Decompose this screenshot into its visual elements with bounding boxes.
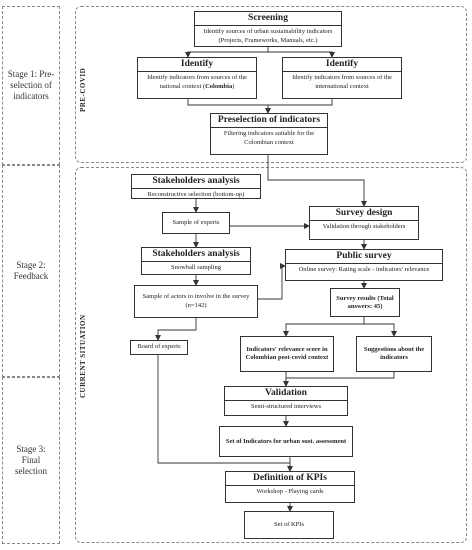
validation-body: Semi-structured interviews xyxy=(250,403,322,411)
screening-box: Screening Identify sources of urban sust… xyxy=(194,11,342,47)
suggestions-text: Suggestions about the indicators xyxy=(363,346,425,361)
identify-national-box: Identify Identify indicators from source… xyxy=(137,57,257,99)
survey-design-box: Survey design Validation through stakeho… xyxy=(309,206,419,240)
stage-3-label: Stage 3: Final selection xyxy=(2,377,60,544)
relevance-score-box: Indicators' relevance score in Colombian… xyxy=(240,336,334,372)
definition-of-kpis-box: Definition of KPIs Workshop - Playing ca… xyxy=(225,471,355,503)
identify-national-title: Identify xyxy=(138,58,256,73)
public-survey-title: Public survey xyxy=(286,250,442,265)
survey-design-title: Survey design xyxy=(310,207,418,222)
identify-international-body: Identify indicators from sources of the … xyxy=(292,74,392,90)
definition-of-kpis-title: Definition of KPIs xyxy=(226,472,354,487)
preselection-title: Preselection of indicators xyxy=(211,114,327,129)
survey-results-box: Survey results (Total answers: 45) xyxy=(330,288,400,317)
stage-2-label: Stage 2: Feedback xyxy=(2,165,60,377)
set-of-kpis-text: Set of KPIs xyxy=(274,520,304,528)
validation-title: Validation xyxy=(225,387,347,402)
sample-of-experts-text: Sample of experts xyxy=(172,218,220,226)
set-of-indicators-text: Set of Indicators for urban sust. assess… xyxy=(225,437,347,445)
stakeholders-analysis-2-body: Snowball sampling xyxy=(170,264,221,272)
stakeholders-analysis-1-body: Reconstructive selection (bottom-up) xyxy=(147,191,245,199)
identify-international-title: Identify xyxy=(283,58,401,73)
pre-covid-frame xyxy=(75,6,467,163)
stakeholders-analysis-2-box: Stakeholders analysis Snowball sampling xyxy=(141,247,251,275)
screening-body: Identify sources of urban sustainability… xyxy=(203,28,333,44)
survey-results-text: Survey results (Total answers: 45) xyxy=(336,294,394,310)
sample-of-experts-box: Sample of experts xyxy=(162,212,230,234)
preselection-body: Filtering indicators suitable for the Co… xyxy=(223,130,315,146)
screening-title: Screening xyxy=(195,12,341,27)
stage-1-label: Stage 1: Pre-selection of indicators xyxy=(2,6,60,165)
current-situation-frame xyxy=(75,167,467,543)
set-of-indicators-box: Set of Indicators for urban sust. assess… xyxy=(219,426,353,457)
sample-of-actors-text: Sample of actors to involve in the surve… xyxy=(142,293,250,309)
identify-national-body: Identify indicators from sources of the … xyxy=(147,74,247,90)
identify-international-box: Identify Identify indicators from source… xyxy=(282,57,402,99)
validation-box: Validation Semi-structured interviews xyxy=(224,386,348,416)
suggestions-box: Suggestions about the indicators xyxy=(356,336,432,372)
stakeholders-analysis-2-title: Stakeholders analysis xyxy=(142,248,250,263)
definition-of-kpis-body: Workshop - Playing cards xyxy=(256,488,324,496)
sample-of-actors-box: Sample of actors to involve in the surve… xyxy=(134,285,258,318)
stakeholders-analysis-1-box: Stakeholders analysis Reconstructive sel… xyxy=(131,174,261,199)
preselection-box: Preselection of indicators Filtering ind… xyxy=(210,113,328,155)
public-survey-body: Online survey: Rating scale - indicators… xyxy=(298,266,430,274)
board-of-experts-box: Board of experts xyxy=(130,340,188,355)
set-of-kpis-box: Set of KPIs xyxy=(244,511,334,539)
stakeholders-analysis-1-title: Stakeholders analysis xyxy=(132,175,260,190)
survey-design-body: Validation through stakeholders xyxy=(322,223,406,231)
public-survey-box: Public survey Online survey: Rating scal… xyxy=(285,249,443,281)
board-of-experts-text: Board of experts xyxy=(137,343,181,351)
relevance-score-text: Indicators' relevance score in Colombian… xyxy=(245,346,329,361)
